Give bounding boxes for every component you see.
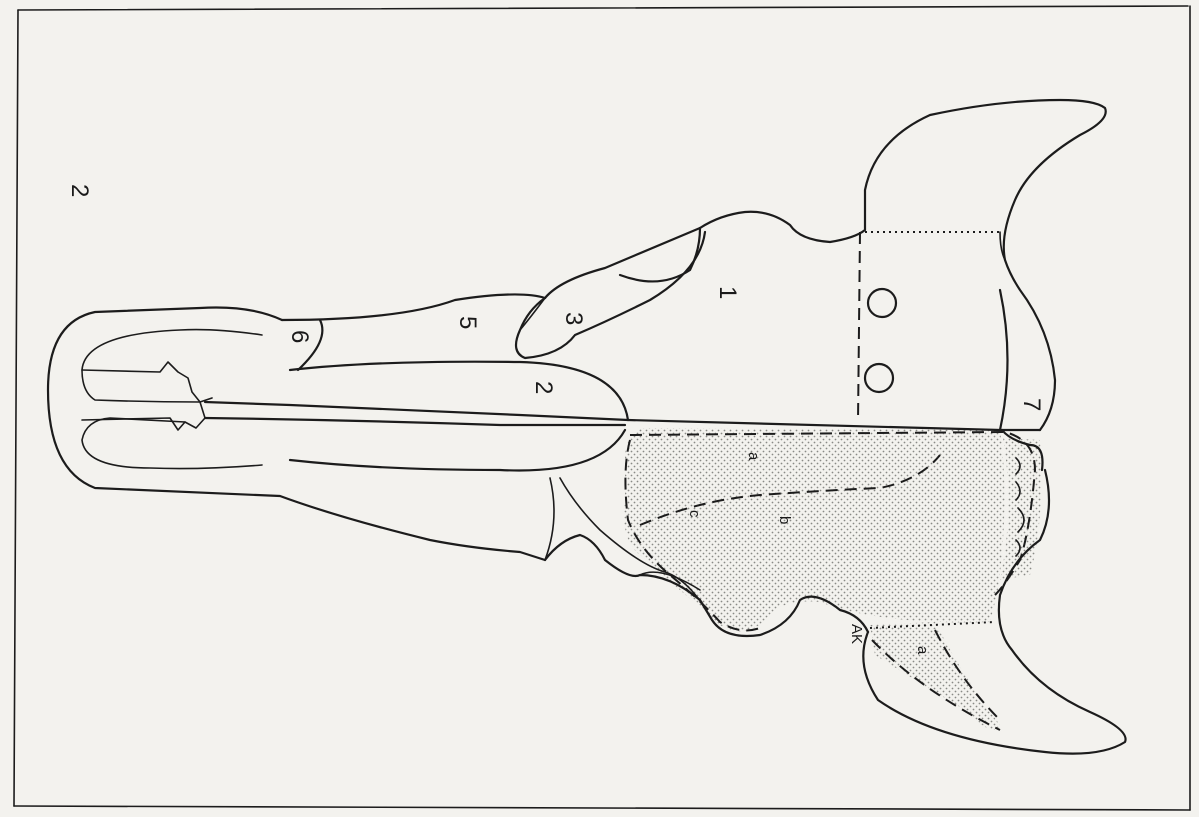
label-1: 1 [714, 286, 741, 299]
label-ak: AK [848, 624, 865, 644]
label-6: 6 [286, 330, 313, 343]
foramen-circle [868, 289, 896, 317]
label-5: 5 [454, 316, 481, 329]
label-b: b [776, 516, 793, 524]
shaded-region [624, 428, 1041, 730]
skull-outline [48, 100, 1126, 754]
foramen-circle [865, 364, 893, 392]
label-a-upper: a [745, 452, 762, 461]
foramina [865, 289, 896, 392]
label-3: 3 [560, 312, 587, 325]
figure-number: 2 [66, 184, 93, 197]
label-c: c [686, 510, 703, 518]
label-2: 2 [530, 381, 557, 394]
label-7: 7 [1018, 398, 1045, 411]
label-a-horn: a [914, 646, 931, 655]
frame [14, 6, 1190, 810]
